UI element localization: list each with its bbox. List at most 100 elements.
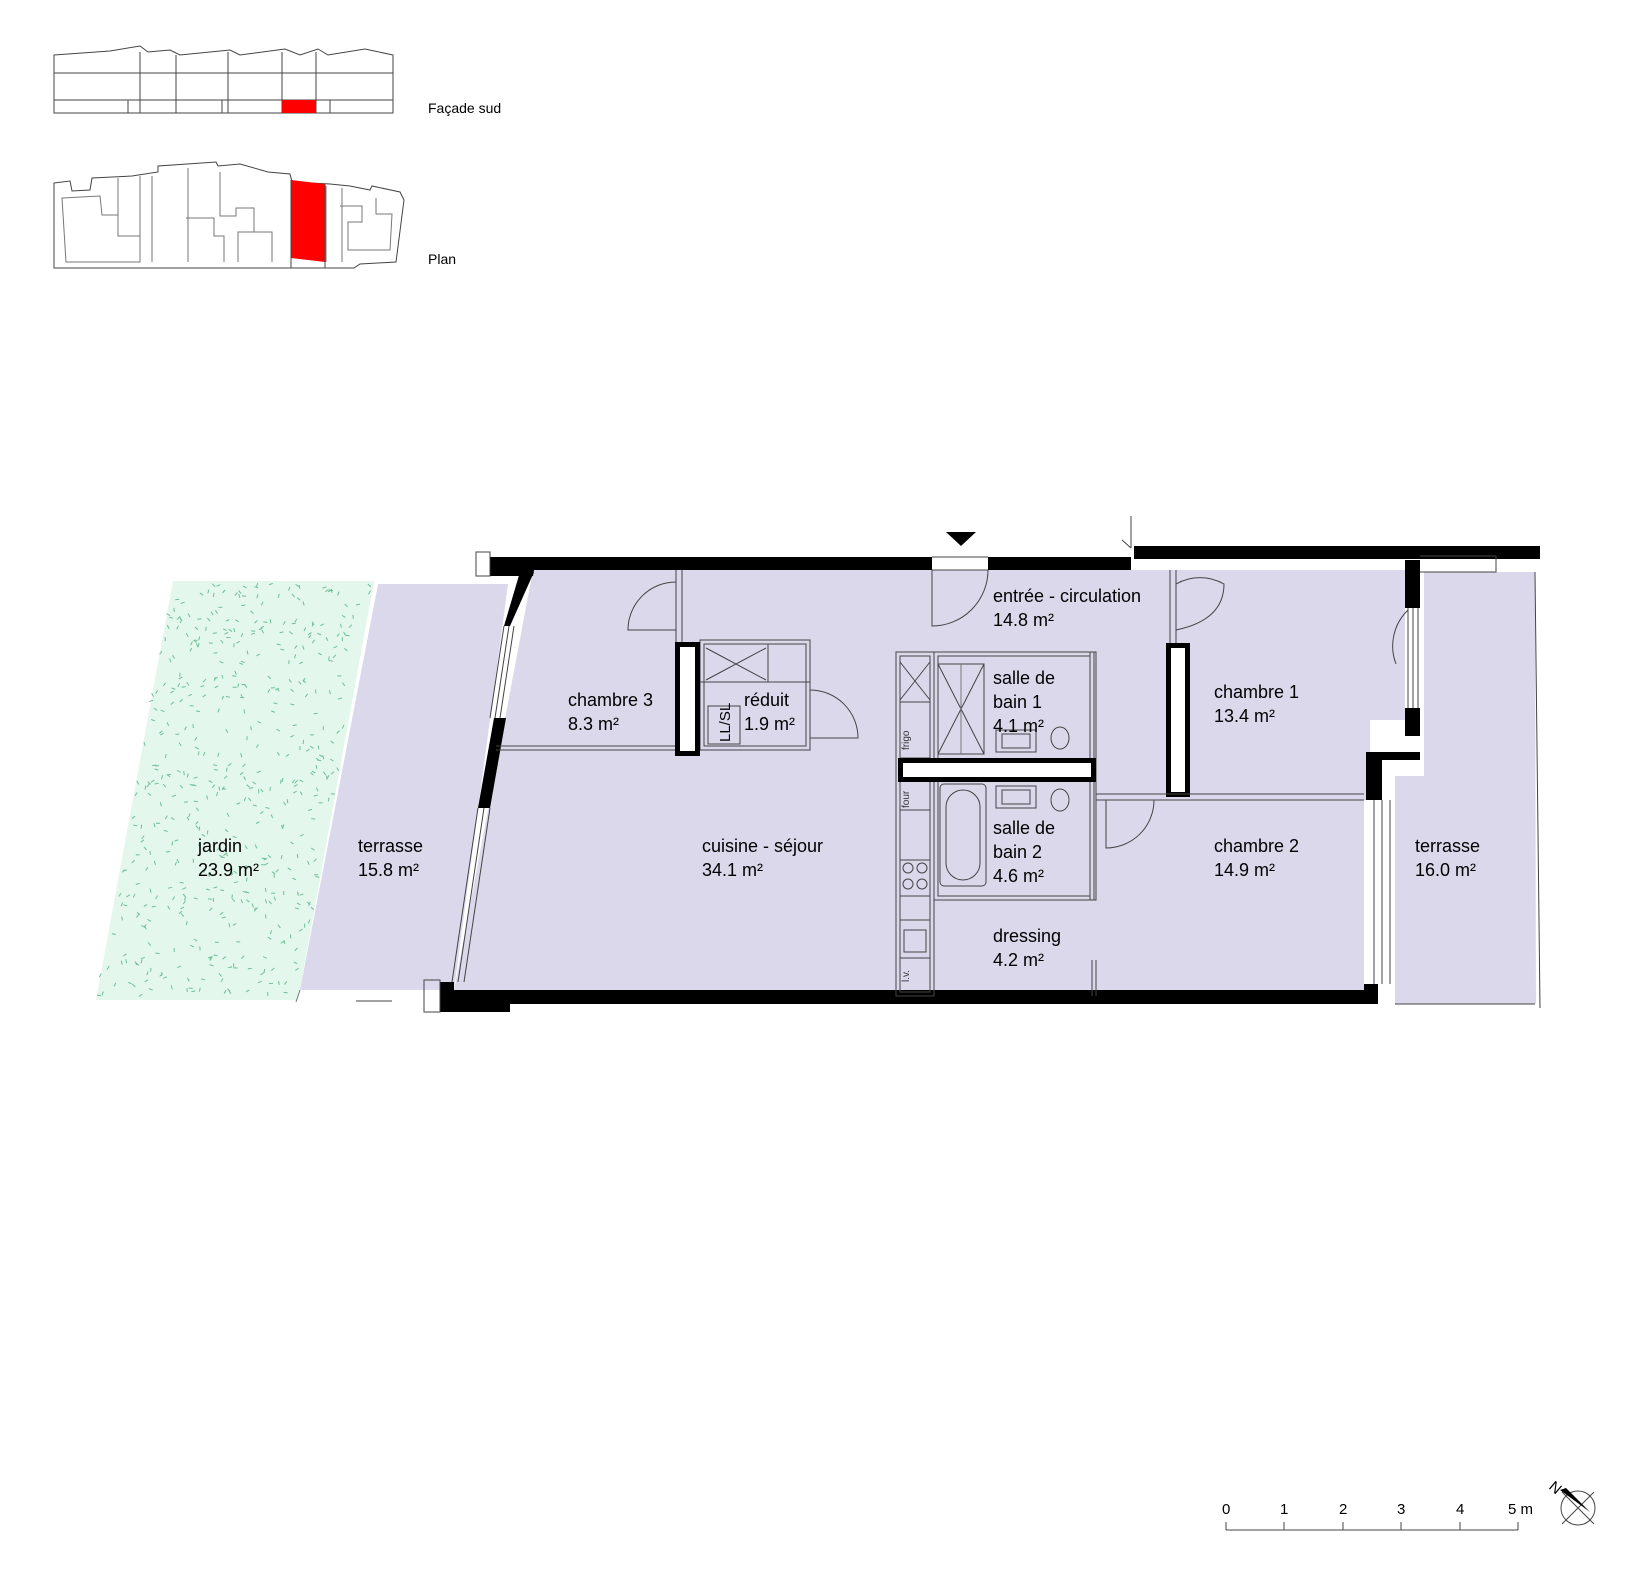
garden-mark — [220, 978, 224, 983]
garden-mark — [245, 989, 250, 993]
plan-highlight — [291, 180, 325, 262]
garden-mark — [186, 773, 189, 778]
garden-mark — [265, 914, 267, 919]
garden-mark — [136, 911, 141, 916]
cuisine-name: cuisine - séjour — [702, 836, 823, 856]
entree-name: entrée - circulation — [993, 586, 1141, 606]
garden-mark — [240, 693, 244, 698]
garden-mark — [160, 709, 165, 713]
garden-mark — [221, 674, 224, 679]
garden-mark — [164, 753, 167, 759]
garden-mark — [195, 807, 200, 812]
garden-mark — [219, 911, 224, 916]
garden-mark — [288, 586, 291, 591]
terrasse-east-name: terrasse — [1415, 836, 1480, 856]
garden-mark — [194, 736, 198, 741]
garden-mark — [268, 900, 272, 905]
garden-mark — [243, 797, 247, 802]
bedroom-partitions — [1096, 570, 1409, 849]
garden-mark — [208, 872, 210, 877]
garden-mark — [207, 617, 211, 622]
garden-mark — [200, 978, 206, 981]
garden-mark — [214, 676, 218, 680]
garden-mark — [170, 817, 175, 821]
garden-mark — [325, 637, 329, 642]
garden-mark — [281, 824, 284, 829]
garden-mark — [263, 621, 268, 623]
garden-mark — [299, 893, 304, 896]
garden-mark — [203, 868, 207, 873]
garden-mark — [310, 772, 314, 776]
garden-mark — [240, 633, 244, 638]
garden-mark — [164, 815, 168, 820]
garden-mark — [279, 779, 282, 784]
garden-mark — [224, 632, 229, 635]
north-arrow-icon: N — [1545, 1478, 1596, 1526]
garden-mark — [170, 701, 175, 705]
garden-mark — [189, 783, 194, 787]
jardin-area-label: 23.9 m² — [198, 860, 259, 880]
garden-mark — [151, 692, 155, 697]
garden-mark — [187, 613, 191, 618]
garden-mark — [296, 597, 301, 601]
garden-mark — [126, 894, 131, 898]
terrasse-west-name: terrasse — [358, 836, 423, 856]
garden-mark — [302, 739, 305, 744]
garden-mark — [291, 593, 295, 598]
garden-mark — [252, 781, 257, 785]
garden-mark — [227, 763, 232, 767]
garden-mark — [149, 699, 154, 702]
garden-mark — [293, 790, 297, 794]
garden-mark — [162, 783, 167, 788]
garden-mark — [178, 742, 182, 747]
garden-mark — [294, 947, 298, 952]
garden-mark — [155, 895, 159, 900]
garden-mark — [170, 985, 173, 990]
garden-mark — [290, 703, 295, 706]
garden-mark — [297, 891, 299, 896]
garden-mark — [246, 784, 251, 788]
garden-mark — [159, 730, 163, 734]
garden-mark — [294, 645, 298, 649]
garden-mark — [172, 654, 176, 659]
garden-mark — [166, 774, 171, 778]
garden-mark — [254, 844, 258, 849]
garden-mark — [244, 684, 248, 688]
garden-mark — [218, 786, 221, 791]
garden-mark — [280, 940, 285, 944]
entree-area: 14.8 m² — [993, 610, 1054, 630]
garden-mark — [140, 959, 143, 964]
jardin-name: jardin — [197, 836, 242, 856]
garden-mark — [311, 818, 316, 820]
garden-mark — [118, 892, 122, 897]
terrasse-east-area-label: 16.0 m² — [1415, 860, 1476, 880]
garden-mark — [208, 907, 213, 912]
garden-mark — [205, 888, 210, 891]
garden-mark — [241, 595, 247, 597]
garden-mark — [277, 924, 281, 929]
east-windows — [1373, 555, 1497, 984]
garden-mark — [217, 708, 220, 713]
room-labels: entrée - circulation 14.8 m² chambre 1 1… — [197, 586, 1480, 970]
lv-label: l.v. — [901, 970, 912, 982]
garden-mark — [267, 854, 272, 858]
garden-mark — [146, 971, 149, 976]
garden-mark — [234, 670, 237, 675]
garden-mark — [332, 654, 337, 659]
garden-mark — [227, 966, 233, 969]
terrasse-west-area — [300, 584, 508, 990]
garden-mark — [304, 693, 309, 698]
garden-mark — [281, 777, 284, 783]
garden-mark — [336, 633, 340, 637]
garden-mark — [176, 858, 180, 863]
garden-mark — [320, 623, 325, 627]
garden-mark — [328, 589, 333, 592]
garden-mark — [211, 784, 216, 789]
garden-mark — [250, 610, 254, 614]
garden-mark — [153, 707, 158, 711]
garden-mark — [309, 745, 314, 749]
dressing-area: 4.2 m² — [993, 950, 1044, 970]
garden-mark — [216, 847, 221, 851]
garden-mark — [307, 809, 313, 811]
garden-mark — [288, 678, 292, 683]
